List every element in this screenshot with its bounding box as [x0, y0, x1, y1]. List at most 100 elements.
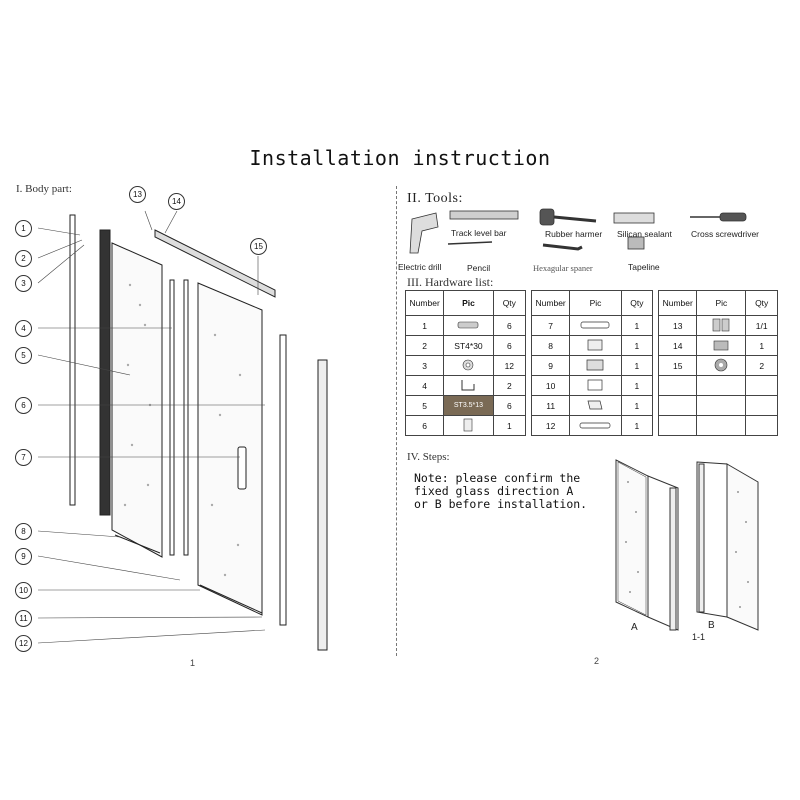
callout-6: 6 — [15, 397, 32, 414]
glass-direction-diagram — [615, 459, 759, 631]
section-1-1-label: 1-1 — [692, 632, 706, 642]
screw-st35-label: ST3.5*13 — [453, 402, 484, 409]
tool-track-level-bar: Track level bar — [451, 228, 507, 238]
wall-profile-left — [69, 214, 76, 506]
bottom-guide-icon — [584, 398, 606, 414]
callout-8: 8 — [15, 523, 32, 540]
callout-11: 11 — [15, 610, 32, 627]
header-pic: Pic — [696, 290, 747, 316]
option-b-label: B — [708, 620, 715, 631]
right-door-profile — [279, 334, 287, 626]
tool-rubber-harmer: Rubber harmer — [545, 229, 603, 239]
callout-7: 7 — [15, 449, 32, 466]
hardware-list-label: III. Hardware list: — [407, 275, 494, 289]
tapeline-icon — [627, 236, 645, 250]
page-title: Installation instruction — [249, 146, 551, 170]
installation-note: Note: please confirm the fixed glass dir… — [414, 471, 588, 511]
body-part-label: I. Body part: — [16, 183, 72, 195]
table-row — [657, 415, 778, 436]
table-row — [657, 375, 778, 396]
electric-drill-icon — [409, 212, 439, 254]
callout-3: 3 — [15, 275, 32, 292]
middle-profile-2 — [183, 279, 189, 556]
callout-9: 9 — [15, 548, 32, 565]
middle-profile — [169, 279, 175, 556]
tool-hexagular-spaner: Hexagular spaner — [533, 263, 593, 273]
hammer-head-icon — [539, 208, 555, 226]
callout-10: 10 — [15, 582, 32, 599]
header-number: Number — [530, 290, 571, 316]
top-track — [154, 229, 276, 298]
end-cap-icon — [461, 418, 475, 434]
page-divider — [396, 186, 397, 656]
fixed-panel-frame — [99, 229, 111, 516]
clamp-icon — [710, 337, 732, 355]
option-b-fixed-glass — [726, 463, 759, 631]
top-track-part-icon — [579, 320, 611, 332]
bottom-seal-icon — [578, 420, 612, 432]
tools-label: II. Tools: — [407, 191, 463, 206]
header-number: Number — [657, 290, 698, 316]
callout-2: 2 — [15, 250, 32, 267]
tools-illustrations — [409, 208, 747, 254]
callout-5: 5 — [15, 347, 32, 364]
callout-1: 1 — [15, 220, 32, 237]
door-glass-panel — [197, 282, 263, 616]
page-number-2: 2 — [594, 656, 600, 666]
tool-electric-drill: Electric drill — [398, 262, 442, 272]
option-a-fixed-glass — [615, 459, 649, 618]
guide-block-icon — [584, 378, 606, 394]
tool-tapeline: Tapeline — [628, 262, 660, 272]
bottom-seal-left — [114, 534, 161, 554]
header-number: Number — [404, 290, 445, 316]
screwdriver-handle-icon — [719, 212, 747, 222]
washer-icon — [461, 359, 475, 373]
anchor-plug-icon — [456, 319, 480, 333]
tool-silican-sealant: Silican sealant — [617, 229, 672, 239]
exploded-body-diagram — [37, 210, 328, 651]
steps-label: IV. Steps: — [407, 451, 450, 463]
sealant-gun-icon — [613, 212, 655, 224]
wheel-roller-icon — [710, 357, 732, 375]
pencil-icon — [447, 241, 493, 245]
level-bar-icon — [449, 210, 519, 220]
callout-4: 4 — [15, 320, 32, 337]
bottom-seal-door — [199, 584, 263, 614]
hex-key-icon — [542, 243, 583, 251]
header-qty: Qty — [745, 290, 778, 316]
header-pic: Pic — [569, 290, 622, 316]
callout-15: 15 — [250, 238, 267, 255]
table-row — [657, 395, 778, 416]
callout-12: 12 — [15, 635, 32, 652]
fixed-glass-panel — [111, 242, 163, 558]
stopper-icon — [584, 338, 606, 354]
roller-bracket-icon — [583, 358, 607, 374]
tool-pencil: Pencil — [467, 263, 491, 273]
bracket-icon — [459, 378, 477, 394]
header-qty: Qty — [492, 290, 527, 316]
callout-14: 14 — [168, 193, 185, 210]
callout-13: 13 — [129, 186, 146, 203]
tool-cross-screwdriver: Cross screwdriver — [691, 229, 760, 239]
header-qty: Qty — [620, 290, 654, 316]
screw-st4-label: ST4*30 — [454, 340, 483, 351]
option-a-label: A — [631, 622, 638, 633]
